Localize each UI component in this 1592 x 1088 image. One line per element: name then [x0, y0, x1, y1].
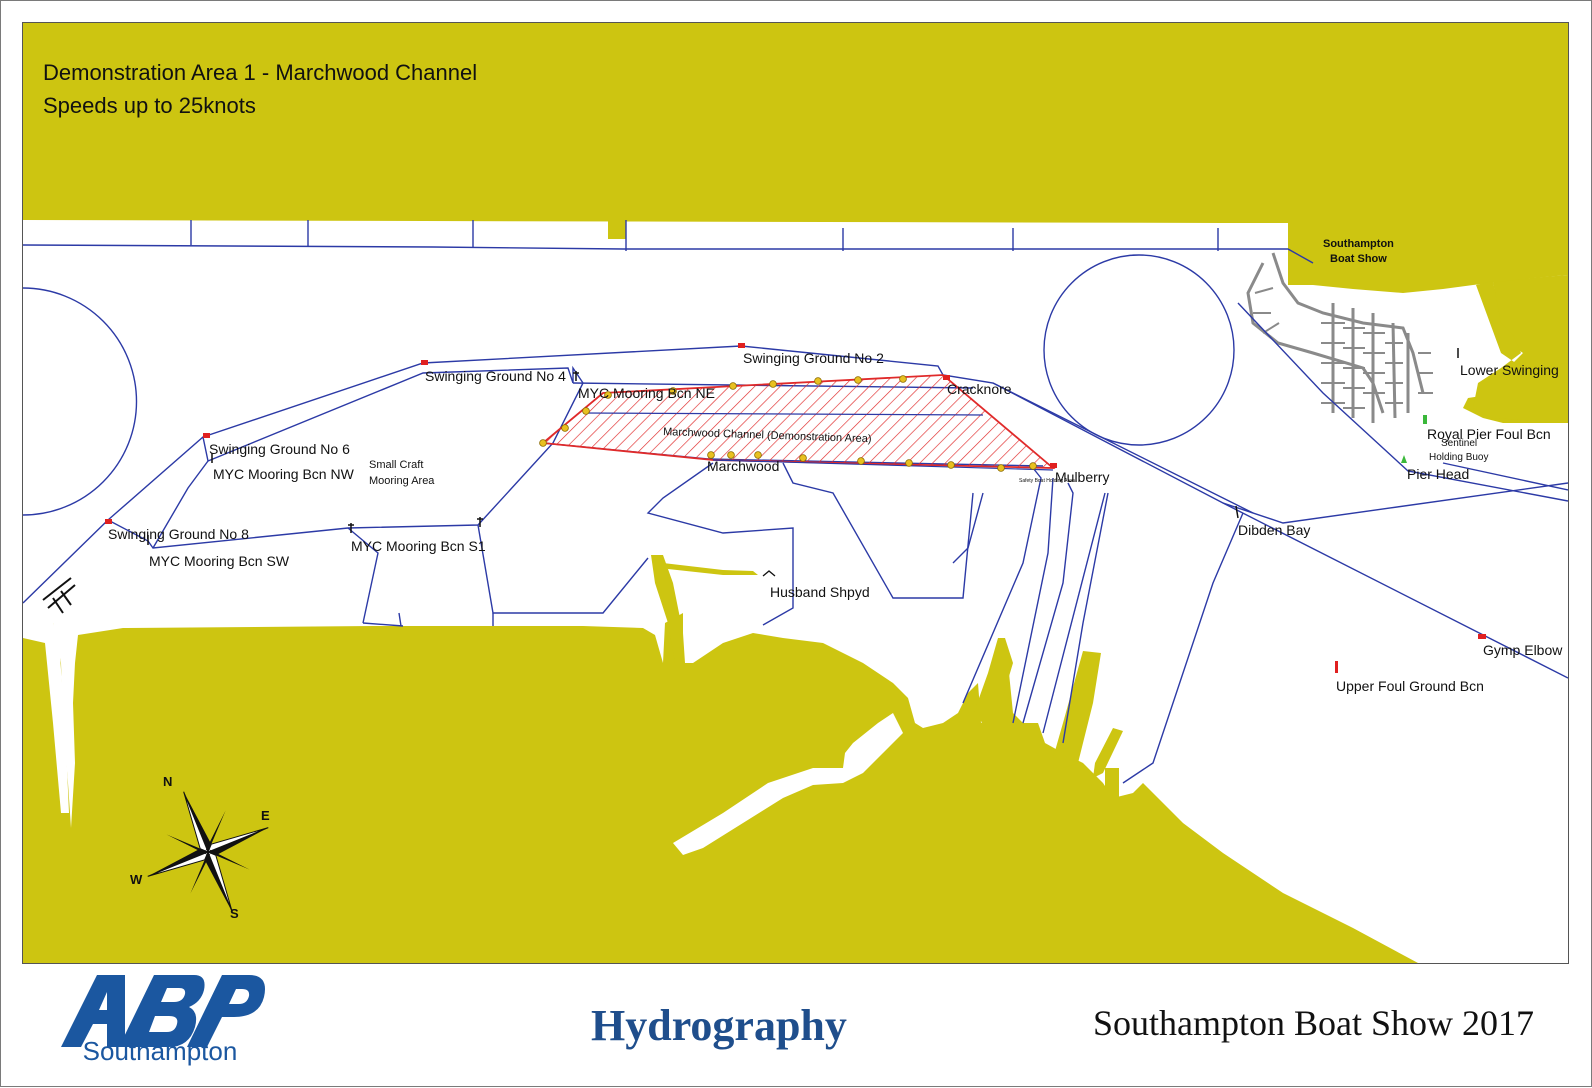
- label-husband-shpyd: Husband Shpyd: [770, 584, 870, 600]
- demo-area-polygon[interactable]: [540, 374, 1056, 469]
- beacon-ticks: [147, 348, 1459, 545]
- label-swinging-2: Swinging Ground No 2: [743, 350, 884, 366]
- label-sentinel-1: Sentinel: [1441, 438, 1477, 449]
- footer-department: Hydrography: [591, 1001, 847, 1050]
- green-markers: [1401, 415, 1427, 463]
- map-canvas[interactable]: Southampton Boat Show Lower Swinging Roy…: [23, 23, 1568, 963]
- pier-c: [1093, 728, 1123, 778]
- label-myc-s1: MYC Mooring Bcn S1: [351, 538, 486, 554]
- label-myc-sw: MYC Mooring Bcn SW: [149, 553, 290, 569]
- map-subtitle: Speeds up to 25knots: [43, 93, 256, 118]
- pier-d: [1105, 768, 1119, 798]
- demo-area-inner-line: [582, 412, 1054, 471]
- map-title: Demonstration Area 1 - Marchwood Channel: [43, 60, 478, 85]
- label-dibden-bay: Dibden Bay: [1238, 522, 1310, 538]
- label-small-craft-1: Small Craft: [369, 459, 423, 471]
- land-north-notch: [608, 220, 626, 239]
- footer: Southampton Hydrography Southampton Boat…: [1, 964, 1592, 1088]
- land-north-main: [23, 23, 1568, 293]
- label-lower-swinging: Lower Swinging: [1460, 362, 1559, 378]
- label-myc-ne: MYC Mooring Bcn NE: [578, 385, 715, 401]
- compass-s: S: [230, 906, 239, 921]
- land-south-shore: [23, 613, 1418, 963]
- label-boat-show-1: Southampton: [1323, 238, 1394, 250]
- abp-logo: [61, 975, 265, 1047]
- compass-e: E: [261, 808, 270, 823]
- pier-b: [1053, 651, 1101, 768]
- pier-a: [973, 638, 1013, 723]
- label-mulberry: Mulberry: [1055, 469, 1109, 485]
- land-east-jetty: [1473, 281, 1568, 423]
- label-swinging-8: Swinging Ground No 8: [108, 526, 249, 542]
- marina-fingers: [1253, 287, 1433, 409]
- label-boat-show-2: Boat Show: [1330, 253, 1387, 265]
- husband-shipyard-mark: [762, 570, 776, 577]
- label-royal-pier: Royal Pier Foul Bcn: [1427, 426, 1551, 442]
- label-myc-nw: MYC Mooring Bcn NW: [213, 466, 355, 482]
- inlet-channel: [673, 713, 903, 855]
- abp-logo-city: Southampton: [82, 1036, 238, 1066]
- demo-area-buoys: [539, 375, 1037, 472]
- footer-event: Southampton Boat Show 2017: [1093, 1003, 1535, 1043]
- label-gymp-elbow: Gymp Elbow: [1483, 642, 1563, 658]
- marina-pontoons: [1246, 252, 1425, 423]
- label-cracknore: Cracknore: [947, 381, 1012, 397]
- pier-west: [651, 555, 685, 663]
- west-creek: [23, 623, 69, 813]
- red-markers: [105, 343, 1486, 673]
- label-small-craft-2: Mooring Area: [369, 475, 435, 487]
- compass-w: W: [130, 872, 143, 887]
- label-swinging-6: Swinging Ground No 6: [209, 441, 350, 457]
- pier-ne-arm: [663, 563, 758, 575]
- compass-n: N: [163, 774, 172, 789]
- label-sentinel-2: Holding Buoy: [1429, 452, 1488, 463]
- label-upper-foul: Upper Foul Ground Bcn: [1336, 678, 1484, 694]
- chart-map[interactable]: Southampton Boat Show Lower Swinging Roy…: [22, 22, 1569, 964]
- pylon-symbol: [42, 577, 76, 614]
- label-safety-boat: Safety Boat Holding Area: [1019, 478, 1075, 484]
- label-marchwood: Marchwood: [707, 458, 779, 474]
- label-pier-head: Pier Head: [1407, 466, 1469, 482]
- compass-rose: [147, 791, 269, 913]
- label-swinging-4: Swinging Ground No 4: [425, 368, 566, 384]
